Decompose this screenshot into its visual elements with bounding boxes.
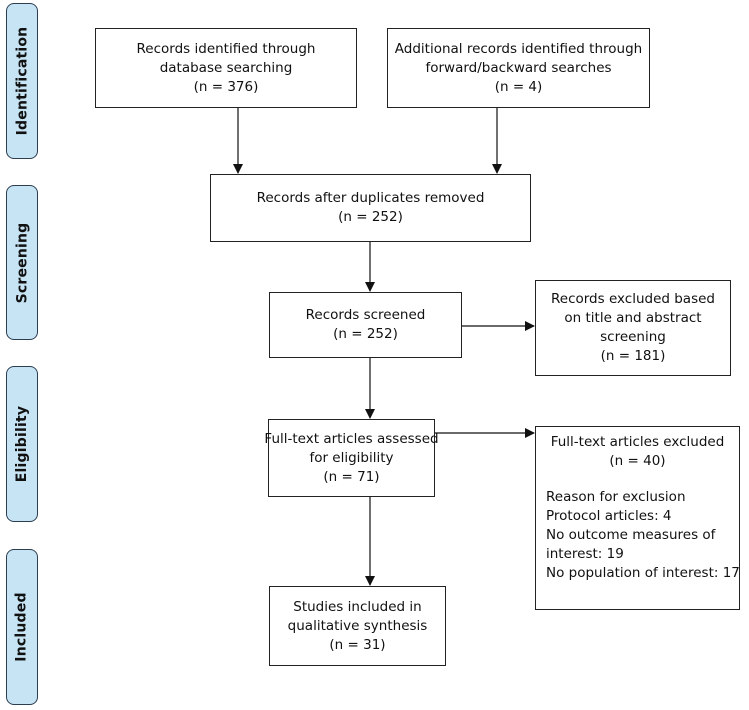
fulltext-excluded-header: Full-text articles excluded (n = 40) — [536, 433, 739, 471]
exclusion-reasons-heading: Reason for exclusion — [546, 489, 686, 505]
fulltext-excluded-count: (n = 40) — [609, 453, 666, 469]
database-search-box: Records identified through database sear… — [95, 28, 357, 108]
records-excluded-count: (n = 181) — [600, 348, 666, 364]
phase-eligibility: Eligibility — [6, 366, 38, 522]
studies-included-box: Studies included in qualitative synthesi… — [269, 586, 446, 666]
database-search-line2: database searching — [159, 59, 293, 76]
records-excluded-line3: screening — [600, 329, 666, 345]
additional-records-box: Additional records identified through fo… — [387, 28, 650, 108]
additional-records-count: (n = 4) — [494, 78, 543, 95]
studies-included-line1: Studies included in — [293, 598, 422, 615]
records-screened-count: (n = 252) — [333, 326, 398, 342]
fulltext-assessed-box: Full-text articles assessed for eligibil… — [264, 419, 439, 497]
duplicates-removed-count: (n = 252) — [338, 209, 403, 225]
studies-included-count: (n = 31) — [329, 636, 386, 653]
fulltext-assessed-count: (n = 71) — [323, 468, 380, 485]
records-screened-box: Records screened (n = 252) — [269, 292, 462, 358]
records-excluded-line2: on title and abstract — [564, 310, 702, 326]
phase-screening: Screening — [6, 185, 38, 340]
duplicates-removed-box: Records after duplicates removed (n = 25… — [210, 174, 531, 242]
records-screened-line1: Records screened — [305, 307, 426, 323]
exclusion-reason: interest: 19 — [546, 546, 624, 562]
fulltext-excluded-line1: Full-text articles excluded — [550, 434, 725, 450]
additional-records-line2: forward/backward searches — [425, 59, 612, 76]
studies-included-line2: qualitative synthesis — [287, 617, 428, 634]
records-excluded-box: Records excluded based on title and abst… — [535, 280, 731, 376]
duplicates-removed-line1: Records after duplicates removed — [256, 190, 485, 206]
database-search-count: (n = 376) — [193, 78, 259, 95]
exclusion-reasons: Reason for exclusion Protocol articles: … — [536, 488, 740, 583]
exclusion-reason: No population of interest: 17 — [546, 565, 740, 581]
fulltext-assessed-line1: Full-text articles assessed — [264, 430, 439, 447]
additional-records-line1: Additional records identified through — [394, 40, 643, 57]
exclusion-reason: No outcome measures of — [546, 527, 716, 543]
fulltext-excluded-box: Full-text articles excluded (n = 40) Rea… — [535, 426, 740, 610]
records-excluded-line1: Records excluded based — [550, 291, 715, 307]
exclusion-reason: Protocol articles: 4 — [546, 508, 672, 524]
phase-included: Included — [6, 549, 38, 705]
fulltext-assessed-line2: for eligibility — [309, 449, 394, 466]
phase-identification: Identification — [6, 3, 38, 159]
database-search-line1: Records identified through — [136, 40, 316, 57]
